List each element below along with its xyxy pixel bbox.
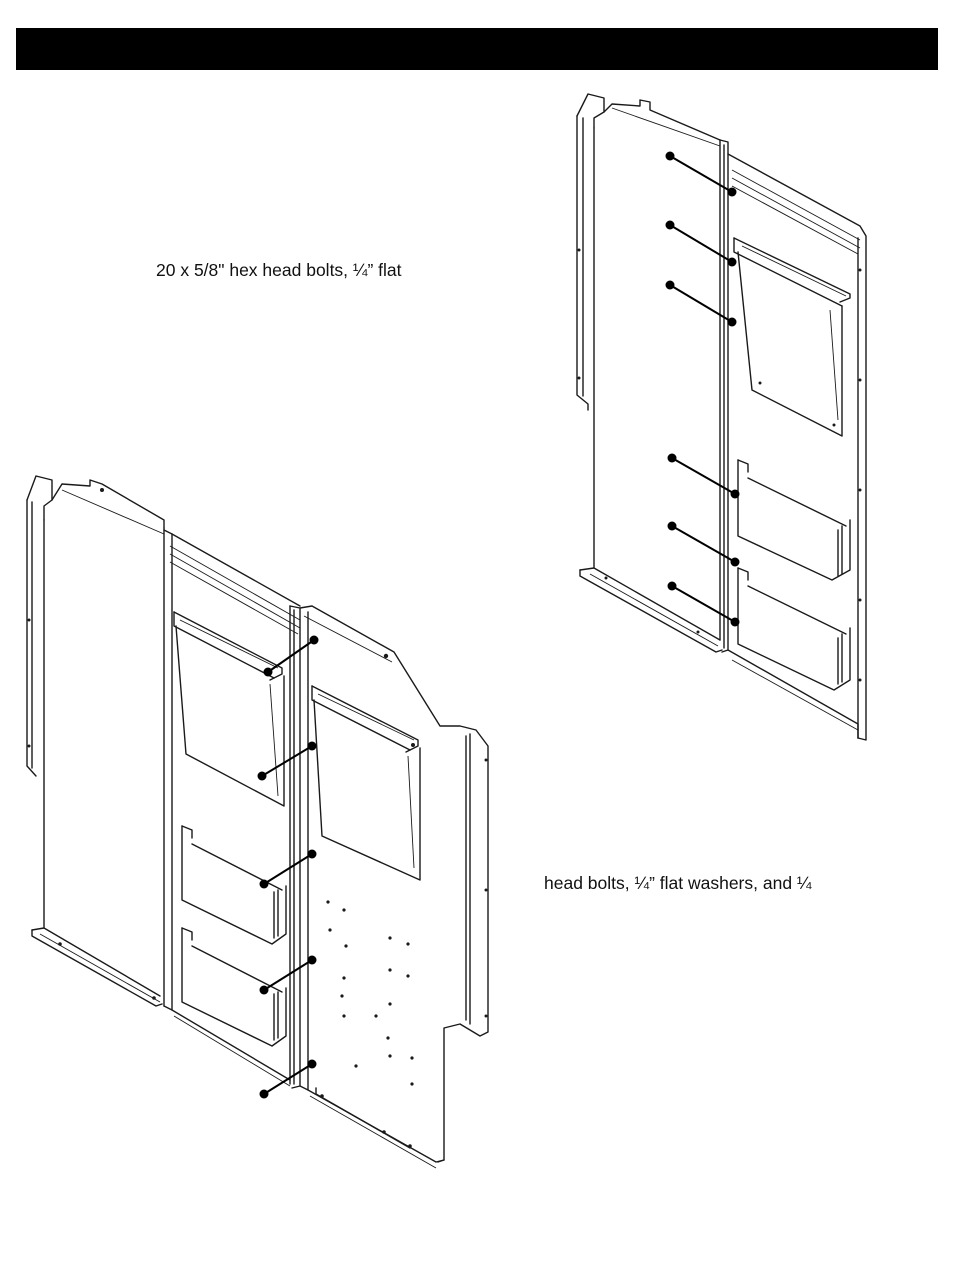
caption-bottom: head bolts, ¼” flat washers, and ¼ <box>544 873 812 893</box>
caption-top: 20 x 5/8" hex head bolts, ¼” flat <box>156 260 402 280</box>
bottom-left-panel-assembly-icon <box>26 475 489 1169</box>
header-bar <box>16 28 938 70</box>
top-right-panel-assembly-icon <box>576 93 867 741</box>
